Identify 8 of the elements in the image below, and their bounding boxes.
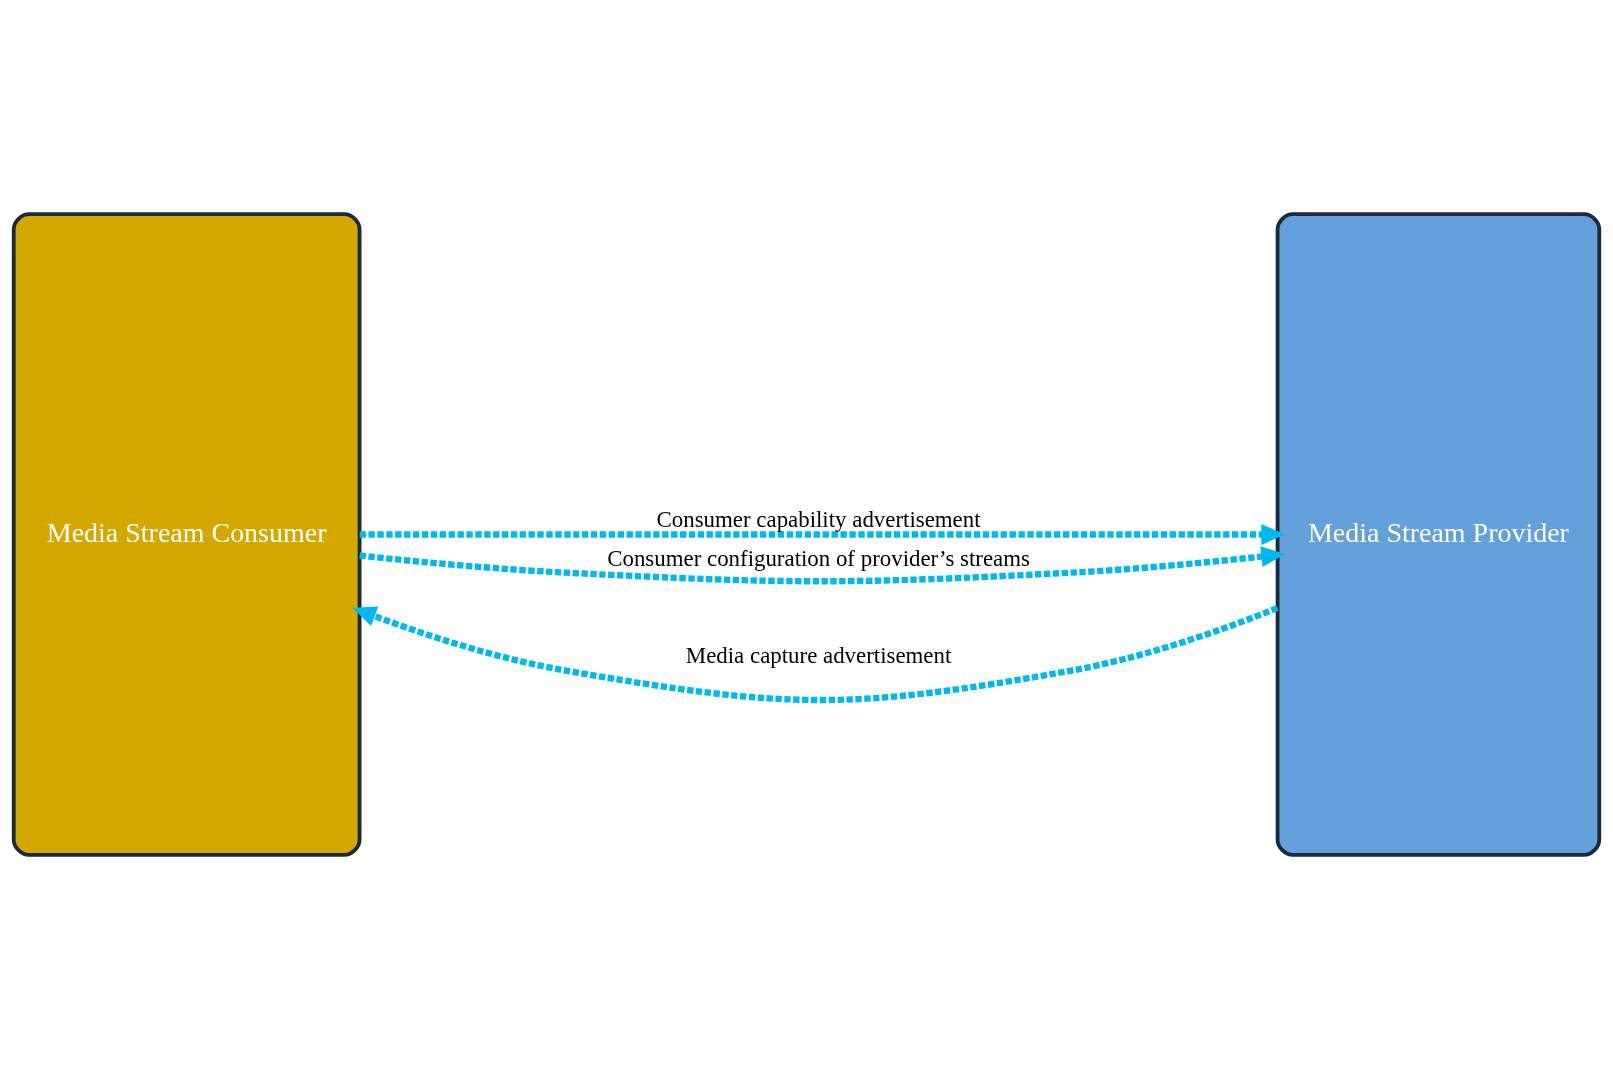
edge-label: Consumer configuration of provider’s streams xyxy=(607,545,1030,571)
arrow xyxy=(359,545,1286,584)
edge-label: Media capture advertisement xyxy=(685,642,952,668)
arrow xyxy=(359,523,1286,545)
node-box: Media Stream Consumer xyxy=(11,211,362,857)
node-box: Media Stream Provider xyxy=(1275,211,1602,857)
edge-label: Consumer capability advertisement xyxy=(656,506,981,532)
arrow xyxy=(352,604,1279,703)
